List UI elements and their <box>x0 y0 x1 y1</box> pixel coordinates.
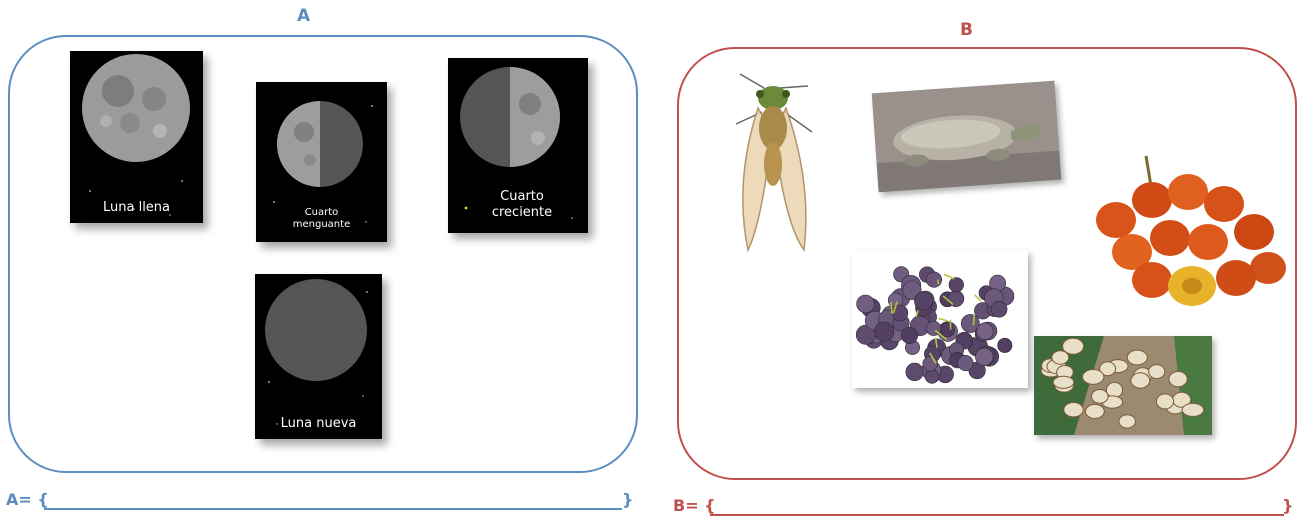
set-b-answer-line[interactable] <box>710 514 1284 516</box>
set-a-answer-line[interactable] <box>44 508 622 510</box>
waning-quarter-card: Cuarto menguante <box>256 82 387 242</box>
set-b-label: B <box>960 20 973 40</box>
set-a-answer-prefix: A= { <box>6 490 49 509</box>
set-b-answer-prefix: B= { <box>673 496 716 515</box>
set-a-label: A <box>297 6 310 26</box>
moon-caption: Luna llena <box>70 200 203 216</box>
moon-caption: Cuarto menguante <box>284 207 359 231</box>
new-moon-card: Luna nueva <box>255 274 382 439</box>
set-a-answer-close: } <box>622 490 633 509</box>
new-moon-icon <box>255 274 382 439</box>
waxing-quarter-card: Cuarto creciente <box>448 58 588 233</box>
seeds-on-leaf-photo <box>1034 336 1212 435</box>
moon-caption: Cuarto creciente <box>476 189 568 220</box>
moon-caption: Luna nueva <box>255 416 382 432</box>
turtle-photo <box>872 81 1061 193</box>
cicada-photo <box>728 72 818 257</box>
palm-fruit-photo <box>1092 152 1288 312</box>
set-b-answer-close: } <box>1282 496 1293 515</box>
full-moon-card: Luna llena <box>70 51 203 223</box>
full-moon-icon <box>70 51 203 223</box>
grapes-photo <box>852 250 1028 388</box>
